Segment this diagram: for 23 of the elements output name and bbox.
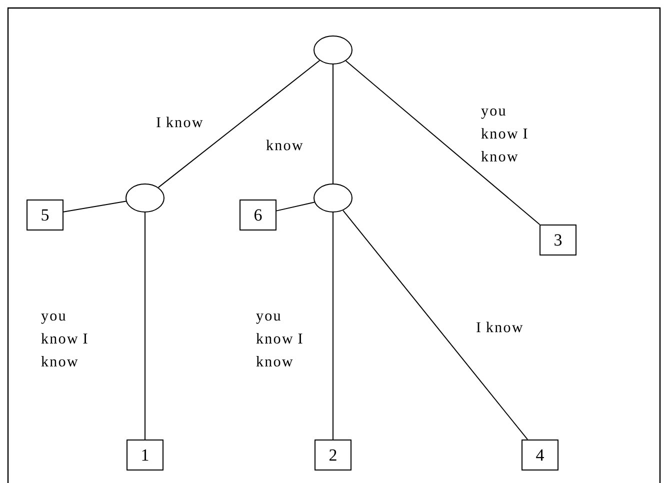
number-box: 6 [240, 200, 276, 230]
ellipse-node [314, 184, 352, 212]
connector-line [345, 60, 540, 225]
edge-label: I know [156, 116, 203, 128]
edge-label: know [266, 140, 303, 150]
ellipse-node [314, 36, 352, 64]
number-box: 4 [522, 440, 558, 470]
connector-line [63, 200, 126, 212]
edge-label: you know I know [256, 314, 302, 366]
number-box: 3 [540, 224, 576, 256]
edge-label: I know [476, 322, 523, 332]
connector-line [342, 210, 528, 440]
edge-label: you know I know [41, 314, 88, 366]
number-box: 1 [126, 440, 164, 470]
connector-line [332, 212, 334, 440]
edge-label: you know I know [481, 108, 528, 162]
connector-line [144, 212, 146, 440]
connector-line [158, 60, 320, 188]
connector-line [276, 202, 315, 212]
connector-line [332, 64, 334, 184]
number-box: 2 [314, 440, 352, 470]
ellipse-node [126, 184, 164, 212]
number-box: 5 [26, 200, 64, 230]
